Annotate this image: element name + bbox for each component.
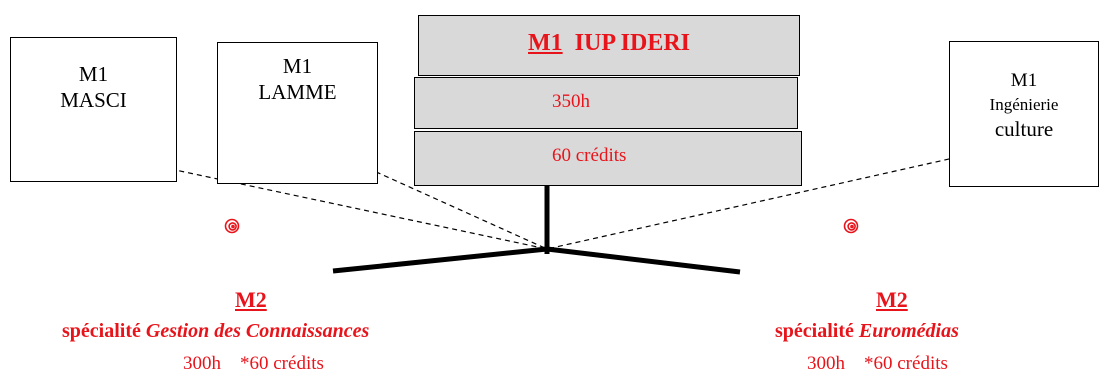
- branch-left: [332, 246, 548, 274]
- lamme-box: M1 LAMME: [217, 42, 378, 184]
- masci-name: MASCI: [60, 88, 127, 112]
- culture-name-line2: culture: [994, 117, 1054, 141]
- lamme-name: LAMME: [258, 80, 337, 104]
- masci-box: M1 MASCI: [10, 37, 177, 182]
- m2-left-prefix: spécialité: [62, 320, 146, 342]
- spiral-icon: [843, 218, 859, 234]
- m2-right-credits: *60 crédits: [864, 353, 948, 374]
- ideri-hours: 350h: [552, 91, 590, 112]
- m2-left-hours: 300h: [183, 353, 221, 374]
- spiral-icon: [224, 218, 240, 234]
- m2-right-prefix: spécialité: [775, 320, 859, 342]
- branch-right: [546, 246, 741, 275]
- m2-right-name: Euromédias: [858, 320, 959, 342]
- ideri-hours-box: 350h: [414, 77, 798, 129]
- m2-left-details: 300h *60 crédits: [183, 353, 324, 375]
- lamme-level: M1: [282, 54, 313, 78]
- culture-box: M1 Ingénierie culture: [949, 41, 1099, 187]
- masci-level: M1: [78, 62, 109, 86]
- m2-right-hours: 300h: [807, 353, 845, 374]
- m2-left-credits: *60 crédits: [240, 353, 324, 374]
- ideri-credits: 60 crédits: [552, 145, 627, 166]
- dashed-connector-culture: [546, 156, 959, 250]
- m2-left-specialty: spécialité Gestion des Connaissances: [62, 320, 369, 343]
- m2-left-name: Gestion des Connaissances: [145, 320, 370, 342]
- m2-right-details: 300h *60 crédits: [807, 353, 948, 375]
- ideri-title-box: M1 IUP IDERI: [418, 15, 800, 76]
- m2-left-level: M2: [235, 287, 267, 312]
- culture-level: M1: [1010, 70, 1038, 91]
- culture-name-line1: Ingénierie: [989, 95, 1059, 114]
- m2-right-level: M2: [876, 287, 908, 312]
- m2-right-specialty: spécialité Euromédias: [775, 320, 959, 343]
- ideri-credits-box: 60 crédits: [414, 131, 802, 186]
- ideri-title: IUP IDERI: [574, 30, 690, 56]
- ideri-level: M1: [527, 30, 563, 56]
